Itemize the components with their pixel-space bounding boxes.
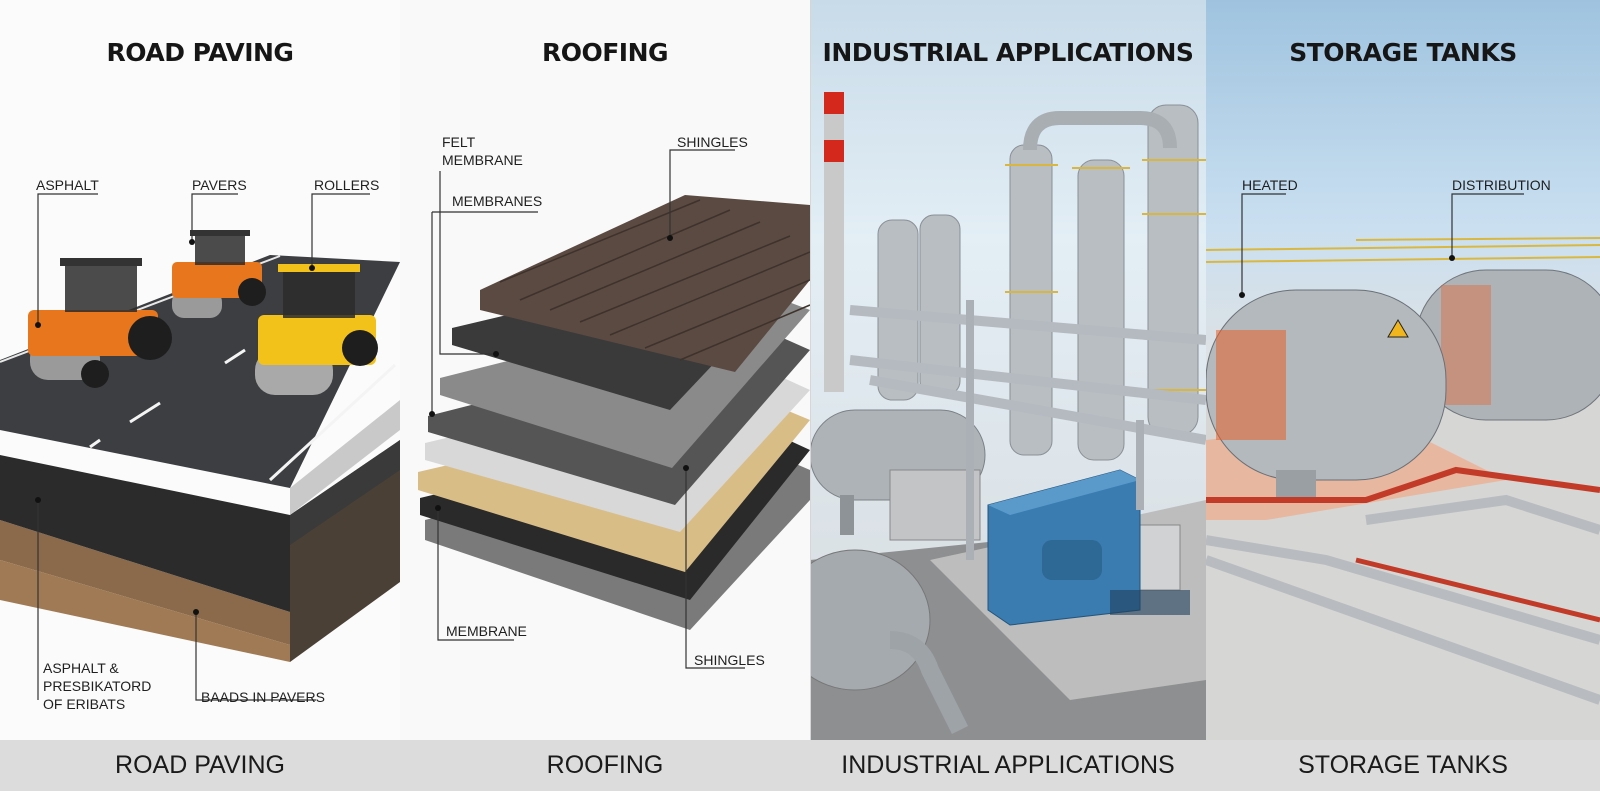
footer-label-roofing: ROOFING bbox=[546, 751, 664, 779]
soil-layer bbox=[0, 520, 290, 645]
footer-label-storage-tanks: STORAGE TANKS bbox=[1298, 751, 1508, 779]
roofing-illustration bbox=[418, 149, 810, 669]
shingle-layer bbox=[480, 195, 810, 372]
callout-shingles-top: SHINGLES bbox=[677, 134, 748, 150]
blue-pump-unit bbox=[987, 469, 1190, 626]
panel-title-storage-tanks: STORAGE TANKS bbox=[1289, 38, 1517, 67]
road-paving-panel: ROAD PAVING ASPHALT PAVERS ROLLERS ASPHA… bbox=[0, 0, 400, 740]
panel-divider bbox=[810, 0, 811, 740]
callout-of-eribats: OF ERIBATS bbox=[43, 696, 126, 712]
heated-tank bbox=[1206, 289, 1447, 500]
callout-shingles-bottom: SHINGLES bbox=[694, 652, 765, 668]
callout-membrane-bottom: MEMBRANE bbox=[446, 623, 527, 639]
warning-sign-icon bbox=[1387, 319, 1409, 338]
pipe-rack bbox=[849, 305, 1206, 445]
industrial-panel: INDUSTRIAL APPLICATIONS bbox=[810, 0, 1206, 740]
large-pressure-vessel bbox=[810, 549, 969, 735]
footer-bar: ROAD PAVING ROOFING INDUSTRIAL APPLICATI… bbox=[0, 740, 1600, 791]
callout-rollers: ROLLERS bbox=[314, 177, 380, 193]
callout-membrane-top: MEMBRANE bbox=[442, 152, 523, 168]
callout-distribution: DISTRIBUTION bbox=[1452, 177, 1551, 193]
industrial-illustration bbox=[810, 92, 1206, 740]
orange-roller-back bbox=[172, 230, 266, 318]
callout-felt: FELT bbox=[442, 134, 476, 150]
soil-base bbox=[0, 560, 290, 662]
callout-presbikatord: PRESBIKATORD bbox=[43, 678, 152, 694]
panel-title-roofing: ROOFING bbox=[541, 38, 669, 67]
tank-pipes bbox=[1206, 466, 1600, 705]
callout-heated: HEATED bbox=[1242, 177, 1298, 193]
callout-lines bbox=[37, 193, 370, 701]
orange-roller-left bbox=[28, 258, 172, 388]
callout-asphalt: ASPHALT bbox=[36, 177, 99, 193]
control-cabinet bbox=[889, 469, 981, 541]
storage-callout-lines bbox=[1241, 193, 1524, 295]
callout-baads-in-pavers: BAADS IN PAVERS bbox=[201, 689, 325, 705]
curb bbox=[290, 400, 400, 515]
storage-tanks-panel: STORAGE TANKS HEATED DISTRIBUTION bbox=[1206, 0, 1600, 740]
panel-title-road-paving: ROAD PAVING bbox=[106, 38, 294, 67]
chimney-stack bbox=[824, 92, 844, 392]
road-side-face bbox=[290, 440, 400, 662]
panel-title-industrial-applications: INDUSTRIAL APPLICATIONS bbox=[822, 38, 1194, 67]
gravel-layer bbox=[0, 455, 290, 612]
safety-railing bbox=[1206, 237, 1600, 263]
distribution-tank bbox=[1415, 269, 1600, 421]
roofing-callout-lines bbox=[431, 149, 745, 669]
road-paving-illustration bbox=[0, 193, 400, 701]
footer-label-industrial-applications: INDUSTRIAL APPLICATIONS bbox=[841, 751, 1175, 779]
yellow-roller bbox=[255, 264, 378, 395]
callout-asphalt-and: ASPHALT & bbox=[43, 660, 119, 676]
callout-membranes: MEMBRANES bbox=[452, 193, 543, 209]
footer-label-road-paving: ROAD PAVING bbox=[115, 751, 285, 779]
callout-pavers: PAVERS bbox=[192, 177, 247, 193]
storage-tanks-illustration bbox=[1206, 193, 1600, 740]
roofing-panel: ROOFING FELT MEMBRANE SHINGLES MEMBRANES… bbox=[400, 0, 810, 740]
overhead-pipe bbox=[1023, 111, 1177, 151]
